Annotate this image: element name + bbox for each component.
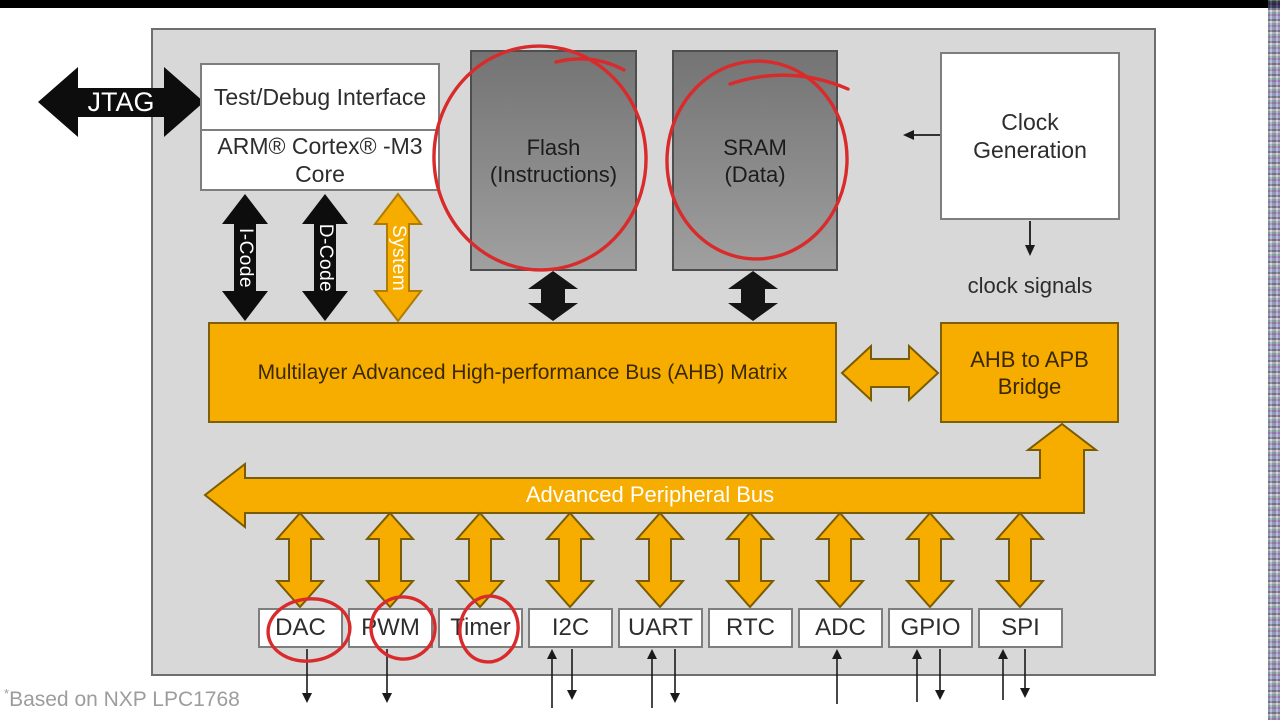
peripheral-box-adc: ADC [798, 608, 883, 648]
arm-core-line1: ARM® Cortex® -M3 [217, 133, 423, 159]
ahb-apb-bridge-box: AHB to APB Bridge [940, 322, 1119, 423]
clock-generation-box: Clock Generation [940, 52, 1120, 220]
sram-label-line2: (Data) [724, 161, 786, 187]
i2c-label: I2C [551, 614, 590, 641]
clock-label-line1: Clock [1001, 109, 1059, 135]
peripheral-box-i2c: I2C [528, 608, 613, 648]
uart-label: UART [628, 614, 693, 641]
peripheral-box-pwm: PWM [348, 608, 433, 648]
footnote: *Based on NXP LPC1768 [4, 686, 240, 712]
letterbox-top-bar [0, 0, 1280, 8]
peripheral-box-gpio: GPIO [888, 608, 973, 648]
dcode-label: D-Code [315, 223, 336, 293]
flash-label-line2: (Instructions) [489, 161, 618, 187]
spi-label: SPI [1001, 614, 1040, 641]
gpio-label: GPIO [900, 614, 961, 641]
bridge-label-line2: Bridge [997, 373, 1062, 399]
jtag-label: JTAG [87, 87, 155, 117]
apb-bus-label: Advanced Peripheral Bus [525, 482, 775, 507]
test-debug-section: Test/Debug Interface [202, 65, 438, 131]
video-noise-strip [1268, 0, 1280, 720]
clock-label-line2: Generation [973, 137, 1087, 163]
core-box: Test/Debug Interface ARM® Cortex® -M3 Co… [200, 63, 440, 191]
bridge-label-line1: AHB to APB [970, 346, 1089, 372]
timer-label: Timer [450, 614, 511, 641]
ahb-matrix-label: Multilayer Advanced High-performance Bus… [257, 361, 788, 384]
peripheral-box-rtc: RTC [708, 608, 793, 648]
peripheral-box-spi: SPI [978, 608, 1063, 648]
footnote-text: Based on NXP LPC1768 [9, 688, 240, 711]
system-label: System [388, 224, 409, 292]
clock-signals-label: clock signals [967, 273, 1093, 298]
rtc-label: RTC [726, 614, 775, 641]
test-debug-label: Test/Debug Interface [213, 84, 427, 110]
peripheral-box-dac: DAC [258, 608, 343, 648]
peripheral-box-timer: Timer [438, 608, 523, 648]
footnote-asterisk: * [4, 686, 10, 701]
pwm-label: PWM [361, 614, 420, 641]
sram-box: SRAM (Data) [672, 50, 838, 271]
ahb-matrix-box: Multilayer Advanced High-performance Bus… [208, 322, 837, 423]
icode-label: I-Code [235, 227, 256, 289]
flash-label-line1: Flash [526, 134, 581, 160]
flash-box: Flash (Instructions) [470, 50, 637, 271]
arm-core-line2: Core [295, 161, 345, 187]
arm-core-section: ARM® Cortex® -M3 Core [202, 131, 438, 189]
adc-label: ADC [815, 614, 866, 641]
sram-label-line1: SRAM [723, 134, 787, 160]
peripheral-box-uart: UART [618, 608, 703, 648]
dac-label: DAC [275, 614, 326, 641]
